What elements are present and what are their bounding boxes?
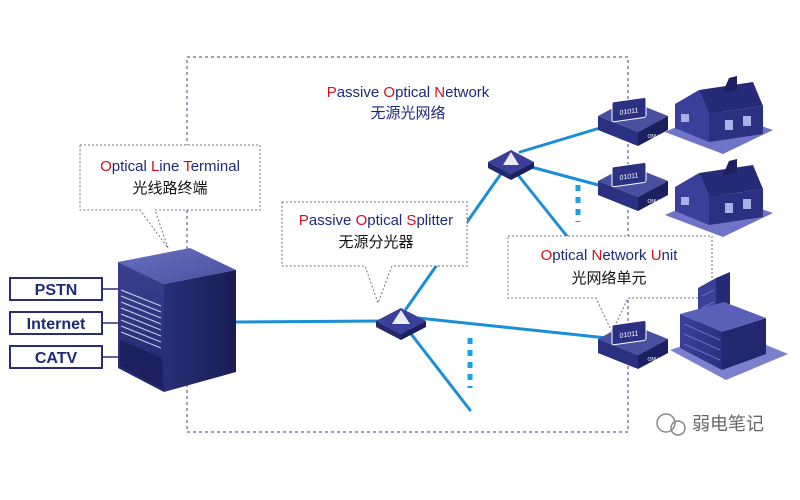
- link-olt-splitter: [234, 319, 388, 324]
- splitter-title: Passive Optical Splitter: [299, 212, 453, 229]
- svg-text:Internet: Internet: [27, 316, 86, 333]
- title-initial: N: [434, 84, 445, 101]
- link-splitter2-branch: [512, 168, 572, 242]
- title-part: ptical: [395, 84, 434, 101]
- onu-1-device: 01011 ONU: [598, 97, 668, 146]
- onu-2-device: 01011 ONU: [598, 162, 668, 211]
- title-initial: P: [299, 212, 309, 229]
- splitter-icon: [376, 308, 426, 340]
- title-initial: O: [541, 247, 553, 264]
- title-part: ine: [159, 158, 183, 175]
- title-part: nit: [662, 247, 679, 264]
- svg-text:CATV: CATV: [35, 350, 78, 367]
- svg-text:PSTN: PSTN: [35, 282, 78, 299]
- svg-text:ONU: ONU: [647, 134, 659, 140]
- title-initial: L: [151, 158, 159, 175]
- splitter-2-icon: [488, 150, 534, 180]
- link-splitter-branch: [406, 328, 472, 412]
- title-part: erminal: [191, 158, 240, 175]
- service-catv: CATV: [9, 345, 118, 369]
- title-initial: O: [383, 84, 395, 101]
- office-building-icon: [670, 272, 788, 380]
- title-initial: S: [406, 212, 416, 229]
- title-part: assive: [337, 84, 384, 101]
- svg-text:01011: 01011: [620, 107, 639, 117]
- link-splitter-onu3: [416, 316, 609, 340]
- pon-title: Passive Optical Network: [327, 84, 490, 101]
- title-part: ptical: [112, 158, 151, 175]
- onu-callout: Optical Network Unit 光网络单元: [507, 235, 713, 334]
- svg-text:01011: 01011: [620, 330, 639, 340]
- title-initial: O: [356, 212, 368, 229]
- svg-text:弱电笔记: 弱电笔记: [692, 414, 764, 435]
- svg-text:ONU: ONU: [647, 357, 659, 363]
- service-list: PSTN Internet CATV: [9, 277, 118, 369]
- onu-3-device: 01011 ONU: [598, 320, 668, 369]
- title-initial: P: [327, 84, 337, 101]
- title-part: assive: [309, 212, 356, 229]
- link-splitter2-onu1: [518, 126, 602, 154]
- title-part: etwork: [445, 84, 490, 101]
- title-part: ptical: [552, 247, 591, 264]
- splitter-subtitle: 无源分光器: [338, 233, 413, 251]
- title-initial: N: [591, 247, 602, 264]
- olt-callout: Optical Line Terminal 光线路终端: [79, 144, 261, 249]
- svg-text:01011: 01011: [620, 172, 639, 182]
- house-1-icon: [665, 76, 773, 154]
- title-initial: U: [651, 247, 662, 264]
- title-initial: O: [100, 158, 112, 175]
- pon-subtitle: 无源光网络: [370, 104, 445, 122]
- title-part: plitter: [416, 212, 453, 229]
- service-internet: Internet: [9, 311, 118, 335]
- olt-chassis-icon: [118, 248, 236, 392]
- onu-callout-title: Optical Network Unit: [541, 247, 679, 264]
- olt-subtitle: 光线路终端: [132, 179, 207, 197]
- watermark: 弱电笔记: [656, 413, 764, 436]
- onu-callout-subtitle: 光网络单元: [571, 269, 646, 287]
- house-2-icon: [665, 159, 773, 237]
- olt-title: Optical Line Terminal: [100, 158, 240, 175]
- svg-text:ONU: ONU: [647, 199, 659, 205]
- title-initial: T: [183, 158, 192, 175]
- service-pstn: PSTN: [9, 277, 118, 301]
- title-part: ptical: [367, 212, 406, 229]
- title-part: etwork: [602, 247, 650, 264]
- splitter-callout: Passive Optical Splitter 无源分光器: [281, 201, 468, 305]
